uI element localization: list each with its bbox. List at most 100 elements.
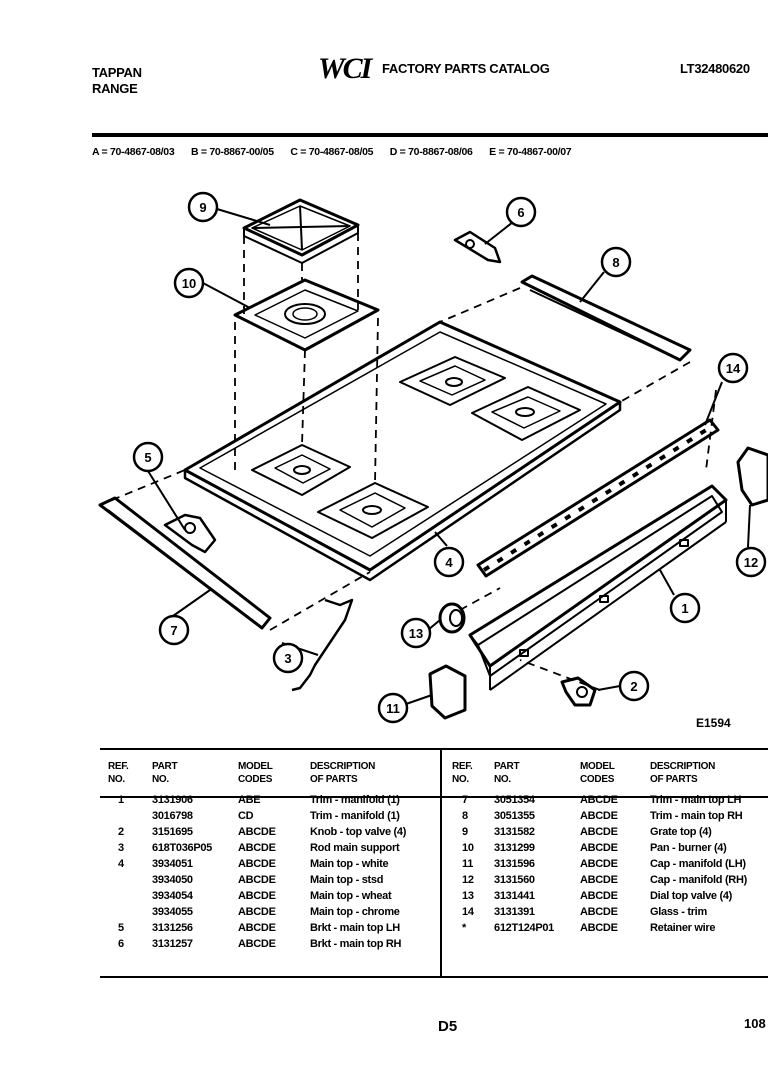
cell-part: 3934054 xyxy=(152,890,193,902)
glass-trim-drawing xyxy=(476,418,720,578)
col-part: PART NO. xyxy=(152,761,178,785)
cell-desc: Main top - stsd xyxy=(310,874,384,886)
callout-label-14: 14 xyxy=(726,361,741,376)
cell-model: ABCDE xyxy=(238,906,276,918)
callout-label-13: 13 xyxy=(409,626,423,641)
callout-10 xyxy=(173,267,205,299)
cell-part: 3131560 xyxy=(494,874,535,886)
exploded-parts-diagram: 9 10 5 6 8 14 4 7 1 3 13 11 2 12 E1594 xyxy=(98,191,768,730)
cell-ref: 11 xyxy=(462,858,474,870)
cell-part: 3131257 xyxy=(152,938,193,950)
cell-model: ABCDE xyxy=(580,922,618,934)
callouts xyxy=(147,208,751,705)
model-code-d: D = 70-8867-08/06 xyxy=(389,146,473,158)
parts-table-right: REF. NO. PART NO. MODEL CODES DESCRIPTIO… xyxy=(452,760,768,936)
cell-ref: 13 xyxy=(462,890,474,902)
callout-label-8: 8 xyxy=(612,255,619,270)
col-ref: REF. NO. xyxy=(452,761,473,785)
cell-model: ABCDE xyxy=(580,842,618,854)
callout-13 xyxy=(400,617,432,649)
cell-ref: 12 xyxy=(462,874,474,886)
cell-ref: 1 xyxy=(118,794,124,806)
cell-model: ABCDE xyxy=(580,810,618,822)
model-codes: A = 70-4867-08/03 B = 70-8867-00/05 C = … xyxy=(92,146,585,158)
cell-model: ABE xyxy=(238,794,261,806)
callout-label-9: 9 xyxy=(199,200,206,215)
cell-ref xyxy=(108,808,152,824)
cell-part: 3131441 xyxy=(494,890,535,902)
trim-left-drawing xyxy=(98,496,272,630)
callout-label-11: 11 xyxy=(386,701,400,716)
cell-desc: Brkt - main top LH xyxy=(310,922,400,934)
callout-9 xyxy=(187,191,219,223)
cell-part: 3131391 xyxy=(494,906,535,918)
cell-model: ABCDE xyxy=(580,858,618,870)
dial-drawing xyxy=(438,602,466,634)
callout-label-12: 12 xyxy=(744,555,758,570)
callout-2 xyxy=(618,670,650,702)
col-part: PART NO. xyxy=(494,761,520,785)
cell-ref: 2 xyxy=(118,826,124,838)
table-header-row: REF. NO. PART NO. MODEL CODES DESCRIPTIO… xyxy=(452,760,768,792)
cell-part: 3131596 xyxy=(494,858,535,870)
cell-model: ABCDE xyxy=(580,826,618,838)
cell-part: 3131299 xyxy=(494,842,535,854)
callout-4 xyxy=(433,546,465,578)
callout-label-6: 6 xyxy=(517,205,524,220)
cell-desc: Main top - white xyxy=(310,858,389,870)
cell-model: ABCDE xyxy=(238,890,276,902)
burner-pan-drawing xyxy=(233,278,380,352)
callout-3 xyxy=(272,642,304,674)
cell-desc: Dial top valve (4) xyxy=(650,890,733,902)
cell-ref: 4 xyxy=(118,858,124,870)
cell-model: ABCDE xyxy=(580,906,618,918)
cell-desc: Knob - top valve (4) xyxy=(310,826,407,838)
callout-11 xyxy=(377,692,409,724)
cell-ref: 3 xyxy=(118,842,124,854)
cell-part: 3051354 xyxy=(494,794,535,806)
cell-part: 618T036P05 xyxy=(152,842,212,854)
cell-model: CD xyxy=(238,810,254,822)
cell-part: 3131906 xyxy=(152,794,193,806)
cell-desc: Rod main support xyxy=(310,842,400,854)
col-desc: DESCRIPTION OF PARTS xyxy=(310,761,376,785)
catalog-title: FACTORY PARTS CATALOG xyxy=(382,61,550,76)
product-type: RANGE xyxy=(92,81,138,96)
cell-desc: Cap - manifold (LH) xyxy=(650,858,746,870)
manifold-trim-drawing xyxy=(468,484,728,691)
callout-5 xyxy=(132,441,164,473)
cell-ref: 7 xyxy=(462,794,468,806)
page-number: 108 xyxy=(744,1016,766,1031)
cell-ref xyxy=(108,888,152,904)
col-model: MODEL CODES xyxy=(238,761,273,785)
callout-8 xyxy=(600,246,632,278)
trim-right-drawing xyxy=(520,274,692,362)
callout-label-1: 1 xyxy=(681,601,688,616)
cell-ref: 9 xyxy=(462,826,468,838)
callout-label-3: 3 xyxy=(284,651,291,666)
cell-model: ABCDE xyxy=(238,874,276,886)
col-ref: REF. NO. xyxy=(108,761,129,785)
brand-name: TAPPAN xyxy=(92,65,142,80)
cell-ref xyxy=(108,904,152,920)
table-column-divider xyxy=(440,750,442,978)
cell-desc: Main top - chrome xyxy=(310,906,400,918)
cell-desc: Trim - manifold (1) xyxy=(310,810,400,822)
col-model: MODEL CODES xyxy=(580,761,615,785)
model-number: LT32480620 xyxy=(680,61,750,76)
cell-desc: Retainer wire xyxy=(650,922,716,934)
cap-left-drawing xyxy=(428,664,467,720)
cell-part: 3051355 xyxy=(494,810,535,822)
